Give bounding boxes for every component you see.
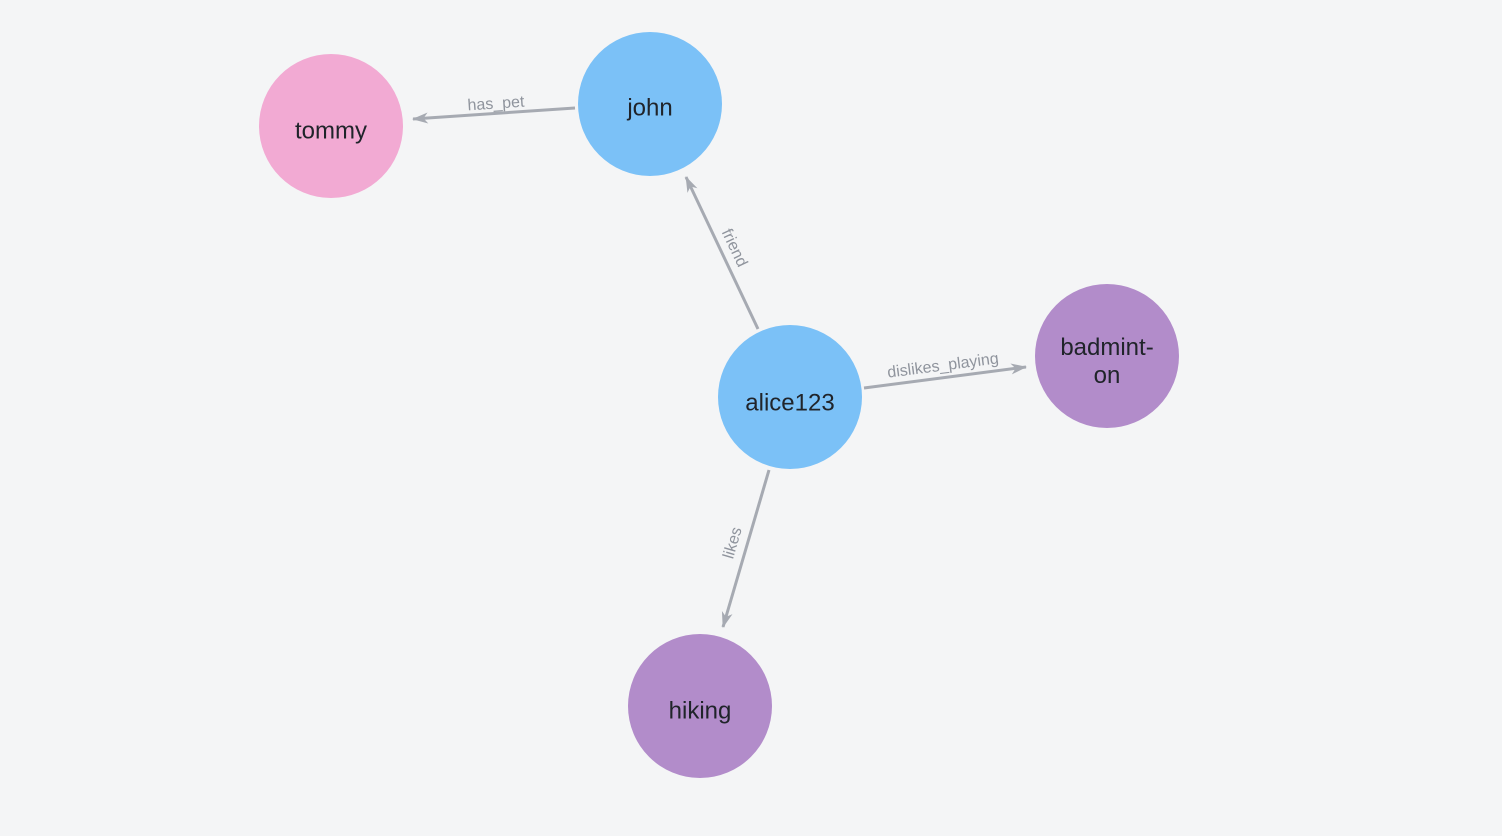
edge-line[interactable]: [863, 363, 1027, 390]
edge-line[interactable]: [721, 469, 771, 628]
node-badminton[interactable]: badmint-on: [1035, 284, 1179, 428]
node-circle[interactable]: [1035, 284, 1179, 428]
node-circle[interactable]: [259, 54, 403, 198]
node-john[interactable]: john: [578, 32, 722, 176]
node-hiking[interactable]: hiking: [628, 634, 772, 778]
node-circle[interactable]: [628, 634, 772, 778]
edge-line[interactable]: [684, 176, 760, 330]
node-alice123[interactable]: alice123: [718, 325, 862, 469]
node-circle[interactable]: [578, 32, 722, 176]
edge-label[interactable]: has_pet: [467, 94, 526, 115]
node-circle[interactable]: [718, 325, 862, 469]
edge-line[interactable]: [412, 106, 576, 124]
node-tommy[interactable]: tommy: [259, 54, 403, 198]
edge-has-pet[interactable]: has_pet: [412, 94, 576, 124]
